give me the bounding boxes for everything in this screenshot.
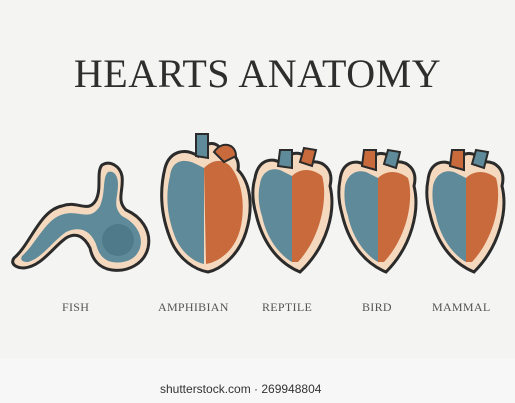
fish-label: FISH	[62, 300, 89, 315]
watermark-credit: shutterstock.com · 269948804	[160, 382, 321, 396]
amphibian-heart	[162, 134, 250, 272]
fish-heart	[13, 163, 149, 270]
bird-label: BIRD	[362, 300, 392, 315]
amphibian-label: AMPHIBIAN	[158, 300, 229, 315]
mammal-label: MAMMAL	[432, 300, 490, 315]
reptile-heart	[253, 148, 332, 272]
mammal-heart	[427, 150, 504, 272]
reptile-label: REPTILE	[262, 300, 312, 315]
bird-heart	[339, 150, 416, 272]
